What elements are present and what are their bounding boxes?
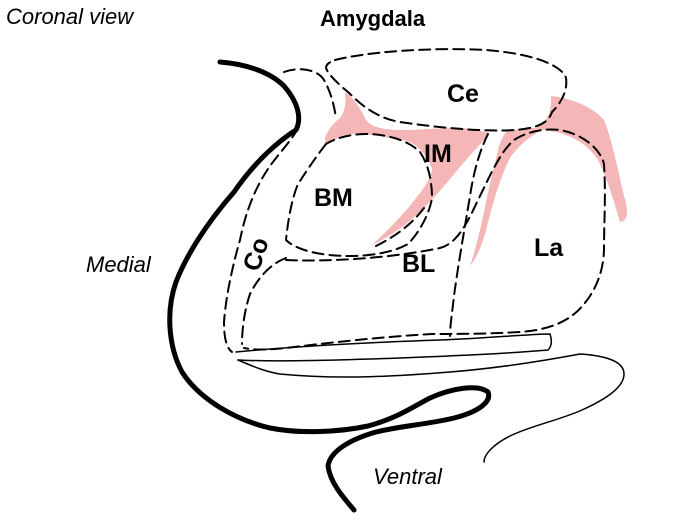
nucleus-label-bm: BM xyxy=(314,184,353,212)
thin-line-lower xyxy=(237,353,625,463)
intercalated-mass-lateral xyxy=(536,96,627,222)
diagram-title: Amygdala xyxy=(320,6,426,31)
intercalated-strand-lateral xyxy=(470,127,542,266)
boundary-bl-la-divider xyxy=(449,133,489,337)
view-label: Coronal view xyxy=(6,4,134,29)
boundary-bl xyxy=(243,128,606,351)
boundary-bl-inner xyxy=(241,257,287,345)
thin-line-upper xyxy=(235,333,553,362)
ventral-label: Ventral xyxy=(373,464,442,489)
intercalated-cell-masses xyxy=(324,92,627,266)
intercalated-mass-medial xyxy=(324,92,488,245)
nuclear-boundaries xyxy=(222,48,606,353)
boundary-ce xyxy=(324,48,568,132)
thin-surface-lines xyxy=(235,333,625,463)
nucleus-label-im: IM xyxy=(424,140,452,168)
nucleus-label-bl: BL xyxy=(402,250,436,278)
medial-label: Medial xyxy=(86,252,151,277)
nucleus-label-la: La xyxy=(534,234,564,262)
boundary-top-left xyxy=(283,68,337,119)
boundary-co xyxy=(222,127,299,353)
boundary-bm xyxy=(284,132,434,258)
boundary-bm-bl-divider xyxy=(375,207,425,247)
nucleus-label-ce: Ce xyxy=(447,80,479,108)
brain-surface-outline xyxy=(167,59,492,513)
